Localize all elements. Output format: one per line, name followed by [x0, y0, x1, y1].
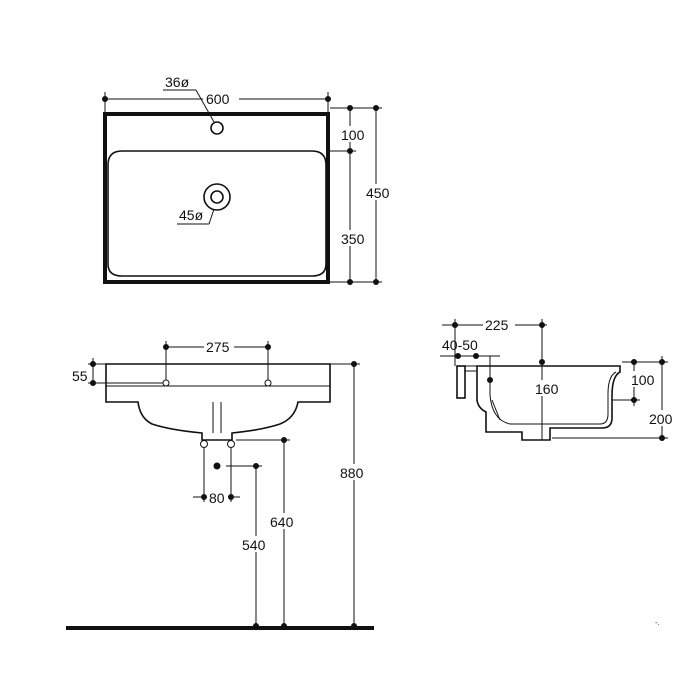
dim-dot — [228, 494, 234, 500]
front-view-outline — [105, 363, 331, 441]
dim-label-450: 450 — [366, 185, 390, 201]
dim-dot — [473, 353, 479, 359]
dim-label-160: 160 — [535, 381, 559, 397]
drain-outer — [203, 183, 231, 211]
dim-label-640: 640 — [270, 514, 294, 530]
wall-bracket-top — [464, 365, 478, 372]
leader-drain — [208, 208, 215, 225]
dim-dot — [631, 397, 637, 403]
tap-hole — [210, 121, 224, 135]
dim-dot — [631, 359, 637, 365]
side-view-inner — [489, 370, 617, 425]
dim-dot — [347, 279, 353, 285]
fixing-hole-right — [264, 379, 272, 387]
dim-label-100-top: 100 — [341, 127, 365, 143]
label-bg — [270, 513, 298, 529]
wall-bracket — [456, 365, 466, 399]
corner-mark: -. — [655, 618, 660, 627]
dim-dot — [455, 353, 461, 359]
dim-dot — [253, 463, 259, 469]
top-view: 600 36ø 45ø 100 350 450 — [102, 74, 392, 285]
dim-label-80: 80 — [209, 490, 225, 506]
dim-dot — [487, 377, 493, 383]
side-view-inner-line — [491, 399, 501, 421]
label-bg — [207, 489, 228, 505]
dim-label-55: 55 — [72, 368, 88, 384]
drain-inner — [210, 190, 224, 204]
label-bg — [628, 371, 658, 387]
dim-dot — [373, 105, 379, 111]
label-bg — [648, 410, 678, 426]
label-bg — [533, 380, 563, 396]
leader-tap-hole — [195, 89, 215, 123]
dim-dot — [539, 359, 545, 365]
dim-dot — [347, 148, 353, 154]
waste-outlet — [213, 462, 221, 470]
label-bg — [483, 316, 515, 332]
front-view: 275 55 80 540 640 880 — [66, 339, 374, 630]
dim-label-275: 275 — [206, 339, 230, 355]
side-view: 225 40-50 160 100 200 — [440, 316, 678, 441]
dim-dot — [659, 435, 665, 441]
dim-dot — [373, 279, 379, 285]
label-bg — [340, 464, 368, 480]
waste-fixing-right — [227, 440, 235, 448]
label-bg — [204, 339, 234, 355]
dim-label-350: 350 — [341, 231, 365, 247]
top-view-outline — [103, 112, 330, 284]
dim-dot — [659, 359, 665, 365]
dim-dot — [201, 494, 207, 500]
dim-dot — [351, 361, 357, 367]
dim-label-225: 225 — [485, 317, 509, 333]
label-bg — [339, 126, 367, 142]
label-bg — [339, 230, 367, 246]
fixing-hole-left — [162, 379, 170, 387]
label-bg — [203, 90, 239, 106]
dim-dot — [347, 105, 353, 111]
dim-label-40-50: 40-50 — [442, 337, 478, 353]
label-bg — [364, 184, 392, 200]
side-view-outline — [476, 365, 621, 441]
dim-label-100-side: 100 — [631, 372, 655, 388]
top-view-bowl — [107, 150, 327, 277]
label-bg — [242, 536, 270, 552]
waste-fixing-left — [200, 440, 208, 448]
dim-dot — [281, 437, 287, 443]
dim-label-540: 540 — [242, 537, 266, 553]
dim-label-200: 200 — [649, 411, 673, 427]
dim-label-tap-hole: 36ø — [165, 74, 190, 90]
dim-label-drain: 45ø — [179, 207, 204, 223]
dim-label-880: 880 — [340, 465, 364, 481]
dim-label-600: 600 — [206, 91, 230, 107]
